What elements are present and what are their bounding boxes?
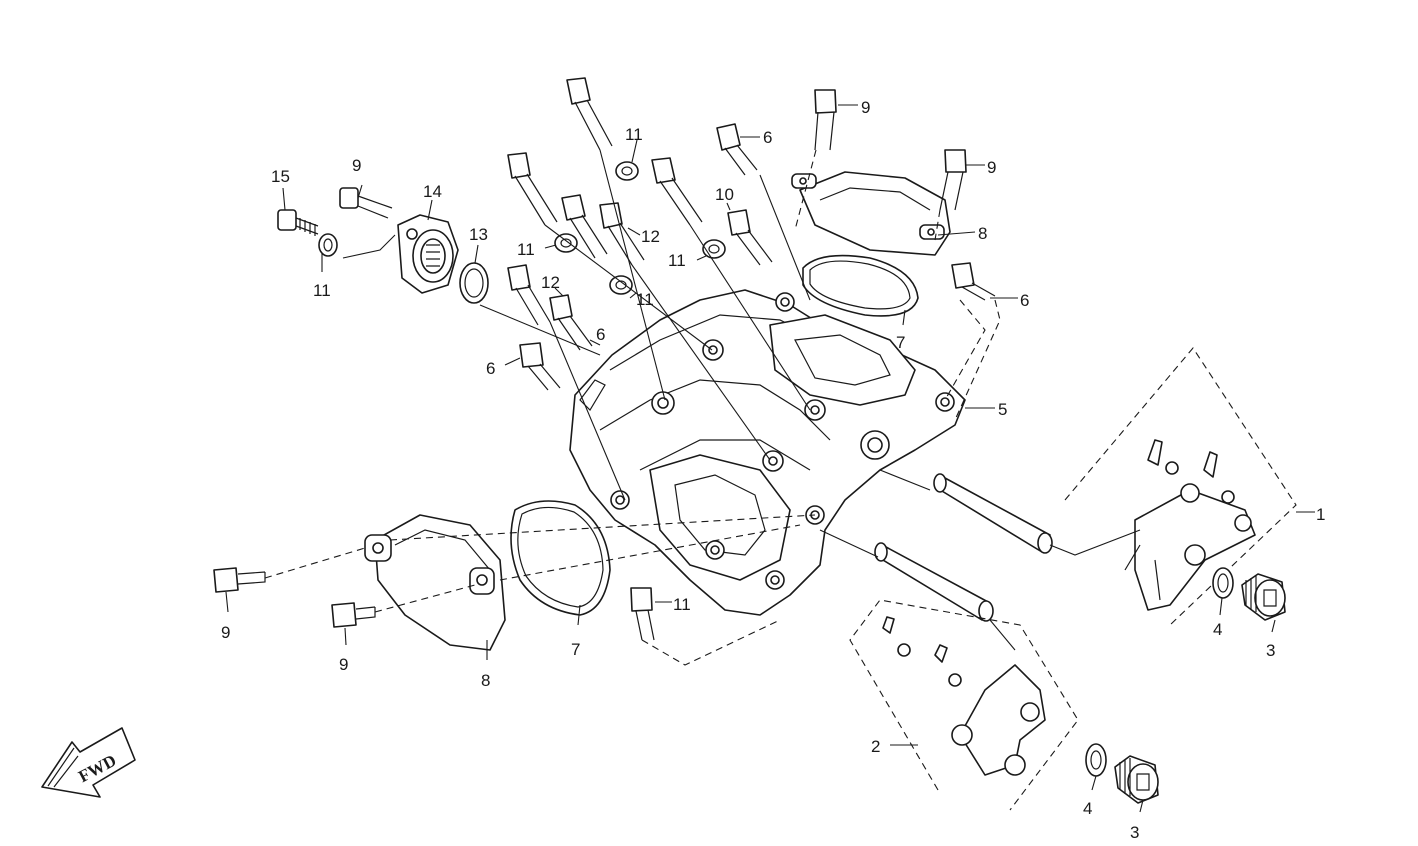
callout-6-right: 6	[1020, 291, 1029, 310]
plug-lower	[1114, 755, 1159, 804]
washers	[554, 161, 726, 295]
bolt-9d	[331, 602, 376, 628]
washer-tensioner	[318, 233, 338, 257]
callout-11-tensioner: 11	[313, 281, 331, 300]
bolt-13a	[507, 152, 558, 226]
callout-11-center: 11	[668, 251, 686, 270]
callout-6-left: 6	[486, 359, 495, 378]
callout-1: 1	[1316, 505, 1325, 524]
callout-9-top: 9	[861, 98, 870, 117]
callout-10: 10	[715, 185, 734, 204]
leader-lines	[225, 104, 1315, 813]
bolt-6b	[951, 262, 996, 301]
tensioner-bolt	[277, 209, 319, 236]
callout-11-bottom: 11	[673, 595, 691, 614]
rocker-arm-assembly-2	[849, 599, 1079, 811]
callout-11-lower-center: 11	[636, 290, 654, 309]
callout-3-lower: 3	[1130, 823, 1139, 842]
callout-8-top: 8	[978, 224, 987, 243]
washer-upper	[1212, 567, 1234, 599]
callout-4-upper: 4	[1213, 620, 1222, 639]
top-gasket	[802, 254, 919, 317]
tensioner-body	[397, 214, 459, 294]
callout-12-lower: 12	[541, 273, 560, 292]
top-cover	[791, 171, 951, 256]
bolt-11a	[566, 77, 613, 151]
side-gasket	[510, 500, 611, 616]
bolt-9a	[814, 89, 837, 151]
callout-numbers: 1 2 3 3 4 4 5 6 6 6 6 7 7 8 8 9 9 9 9 9 …	[221, 98, 1325, 842]
washer-lower	[1085, 743, 1107, 777]
callout-11-top: 11	[625, 125, 643, 144]
tensioner-mount-bolt	[339, 187, 393, 219]
callout-15: 15	[271, 167, 290, 186]
callout-6-mid: 6	[596, 325, 605, 344]
bolt-12b	[561, 194, 608, 259]
callout-14: 14	[423, 182, 442, 201]
assembly-guides	[264, 149, 1141, 666]
callout-2: 2	[871, 737, 880, 756]
callout-9-side-a: 9	[221, 623, 230, 642]
bolt-12a	[651, 157, 703, 226]
callout-5: 5	[998, 400, 1007, 419]
bolt-9c	[213, 567, 266, 593]
bolt-6c	[519, 342, 561, 391]
callout-8-side: 8	[481, 671, 490, 690]
bolts	[213, 77, 996, 641]
callout-7-top: 7	[896, 333, 905, 352]
bolt-10	[727, 209, 773, 266]
bolt-12e	[549, 294, 593, 351]
callout-7-side: 7	[571, 640, 580, 659]
callout-4-lower: 4	[1083, 799, 1092, 818]
bolt-12d	[507, 264, 551, 326]
bolt-6a	[716, 123, 758, 176]
callout-12-upper: 12	[641, 227, 660, 246]
bolt-9b	[939, 149, 967, 211]
rocker-shaft-upper	[933, 473, 1053, 554]
callout-13: 13	[469, 225, 488, 244]
rocker-arm-assembly-1	[1064, 347, 1297, 626]
fwd-arrow-icon: FWD	[41, 727, 136, 798]
callout-9-left: 9	[352, 156, 361, 175]
callout-6-top: 6	[763, 128, 772, 147]
bolt-12c	[599, 202, 645, 266]
callout-9-top-right: 9	[987, 158, 996, 177]
callout-3-upper: 3	[1266, 641, 1275, 660]
plug-upper	[1241, 573, 1286, 621]
bolt-11b	[630, 587, 655, 641]
cylinder-head	[569, 289, 966, 616]
rocker-shaft-lower	[874, 542, 994, 622]
callout-11-left-mid: 11	[517, 240, 535, 259]
callout-9-side-b: 9	[339, 655, 348, 674]
side-cover	[364, 514, 506, 651]
